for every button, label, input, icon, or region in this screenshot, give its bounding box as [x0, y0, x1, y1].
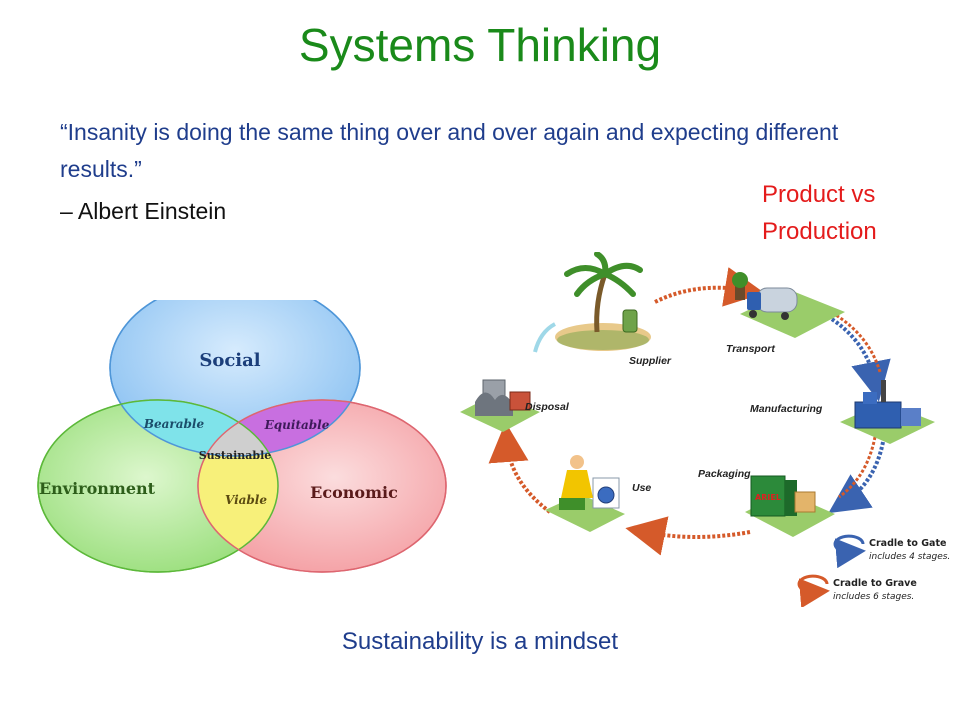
cycle-arrow-manufacturing-packaging	[828, 441, 885, 514]
venn-label-viable: Viable	[225, 493, 267, 507]
legend-grave-title: Cradle to Grave	[833, 578, 917, 589]
legend-gate-title: Cradle to Gate	[869, 538, 946, 549]
supplier-illustration	[555, 252, 651, 351]
lifecycle-label-transport: Transport	[726, 343, 775, 355]
venn-label-environment: Environment	[39, 479, 156, 498]
cradle-to-grave-arrow-icon	[797, 574, 830, 607]
product-lifecycle-diagram: Supplier Transport Manufacturing ARIEL P…	[460, 252, 950, 607]
cradle-to-gate-arrow-icon	[833, 534, 866, 569]
einstein-quote: “Insanity is doing the same thing over a…	[60, 119, 839, 182]
lifecycle-legend: Cradle to Gate includes 4 stages. Cradle…	[797, 534, 950, 607]
venn-label-equitable: Equitable	[264, 418, 330, 432]
venn-label-economic: Economic	[310, 483, 398, 502]
venn-label-sustainable: Sustainable	[199, 449, 272, 462]
lifecycle-label-disposal: Disposal	[525, 401, 570, 413]
lifecycle-label-packaging: Packaging	[698, 468, 751, 480]
cycle-arrow-use-disposal	[488, 422, 552, 514]
quote-author: – Albert Einstein	[60, 198, 227, 224]
cycle-arrow-supplier-transport	[654, 267, 765, 307]
sustainability-venn-diagram: Social Environment Economic Bearable Equ…	[37, 300, 447, 573]
lifecycle-label-use: Use	[632, 482, 651, 494]
use-illustration	[545, 455, 625, 532]
cycle-arrow-packaging-use	[625, 516, 751, 556]
slide-title: Systems Thinking	[298, 19, 662, 71]
sustainability-tagline: Sustainability is a mindset	[341, 628, 619, 655]
disposal-illustration	[460, 379, 540, 432]
sustainable-overlap	[198, 400, 278, 456]
cycle-arrow-disposal-supplier	[533, 322, 557, 353]
lifecycle-label-supplier: Supplier	[629, 355, 672, 367]
legend-grave-desc: includes 6 stages.	[833, 592, 914, 602]
venn-label-social: Social	[199, 350, 260, 371]
packaging-illustration: ARIEL	[745, 475, 835, 537]
lifecycle-label-manufacturing: Manufacturing	[750, 403, 823, 415]
venn-label-bearable: Bearable	[143, 417, 205, 431]
ariel-brand-label: ARIEL	[755, 493, 781, 502]
legend-gate-desc: includes 4 stages.	[869, 552, 950, 562]
manufacturing-illustration	[840, 380, 935, 444]
transport-illustration	[732, 272, 845, 338]
product-vs-production-label: Product vs Production	[762, 181, 877, 245]
